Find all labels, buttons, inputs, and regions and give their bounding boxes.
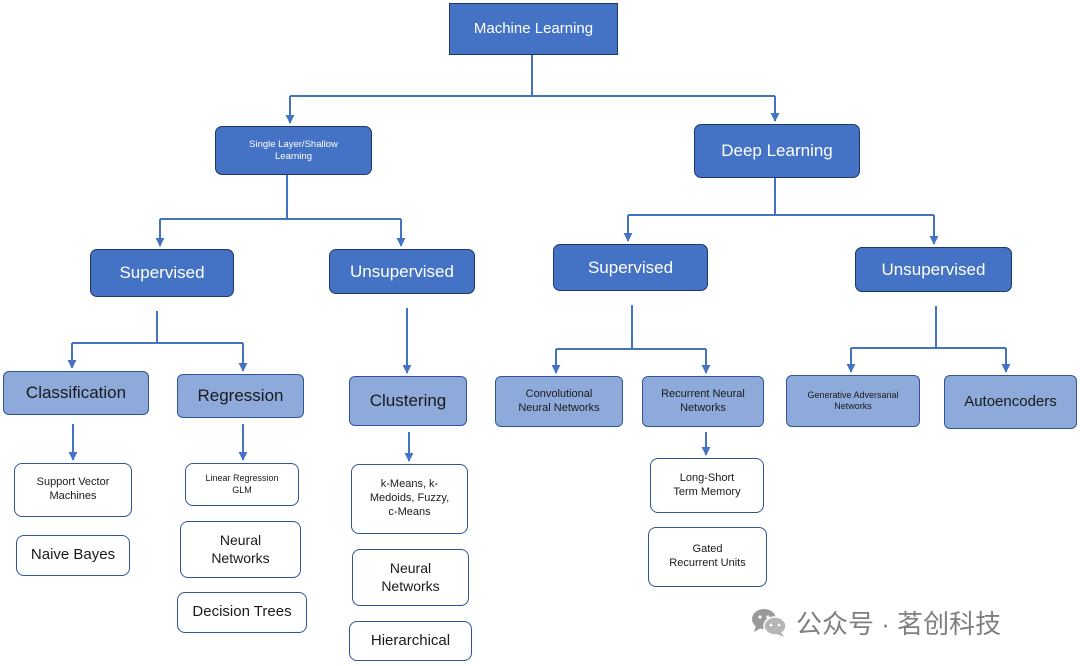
node-hierarchical: Hierarchical [349,621,472,661]
watermark: 公众号 · 茗创科技 [750,604,1001,641]
node-neural-networks-clustering: Neural Networks [352,549,469,606]
node-regression: Regression [177,374,304,418]
watermark-text: 公众号 · 茗创科技 [796,609,1002,639]
node-rnn: Recurrent Neural Networks [642,376,764,427]
node-naive-bayes: Naive Bayes [16,535,130,576]
node-shallow-learning: Single Layer/Shallow Learning [215,126,372,175]
node-lstm: Long-Short Term Memory [650,458,764,513]
node-autoencoders: Autoencoders [944,375,1077,429]
node-shallow-supervised: Supervised [90,249,234,297]
node-kmeans: k-Means, k-Medoids, Fuzzy, c-Means [351,464,468,534]
node-decision-trees: Decision Trees [177,592,307,633]
node-gru: Gated Recurrent Units [648,527,767,587]
node-cnn: Convolutional Neural Networks [495,376,623,427]
node-deep-unsupervised: Unsupervised [855,247,1012,292]
node-shallow-unsupervised: Unsupervised [329,249,475,294]
node-linear-regression: Linear Regression GLM [185,463,299,506]
wechat-icon [752,608,787,637]
node-classification: Classification [3,371,149,415]
node-machine-learning: Machine Learning [449,3,618,55]
node-svm: Support Vector Machines [14,463,132,517]
node-gan: Generative Adversarial Networks [786,375,920,427]
node-deep-learning: Deep Learning [694,124,860,178]
node-neural-networks-regression: Neural Networks [180,521,301,578]
node-deep-supervised: Supervised [553,244,708,291]
node-clustering: Clustering [349,376,467,426]
